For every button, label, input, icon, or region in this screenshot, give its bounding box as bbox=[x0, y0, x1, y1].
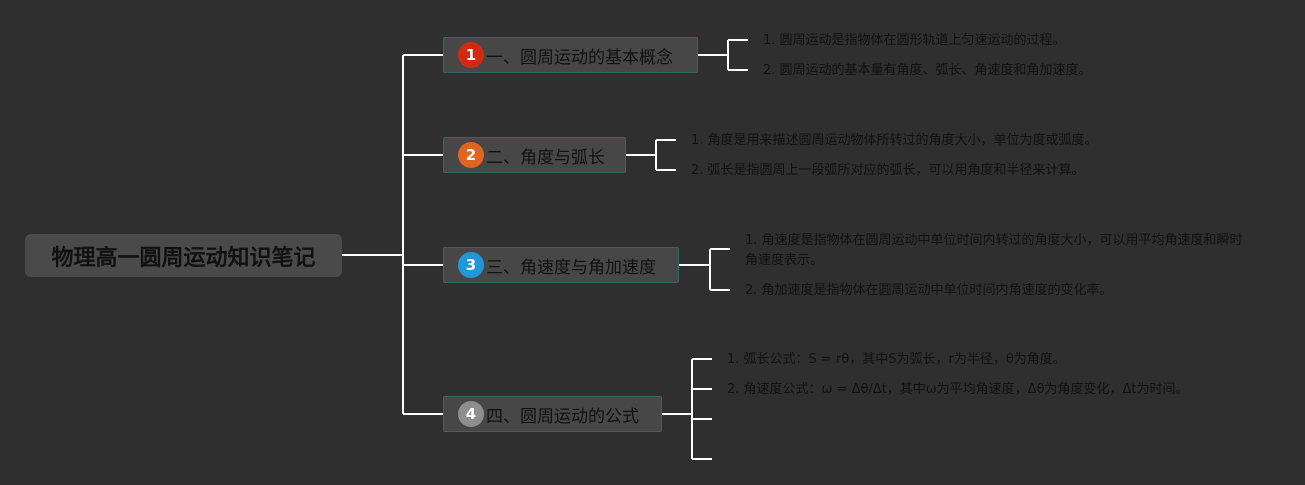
root-node[interactable]: 物理高一圆周运动知识笔记 bbox=[25, 234, 342, 277]
topic-4-item-2[interactable]: 2. 角速度公式：ω = Δθ/Δt，其中ω为平均角速度，Δθ为角度变化，Δt为… bbox=[727, 382, 1189, 397]
topic-3-item-2[interactable]: 2. 角加速度是指物体在圆周运动中单位时间内角速度的变化率。 bbox=[745, 283, 1113, 298]
root-title: 物理高一圆周运动知识笔记 bbox=[51, 245, 316, 271]
topic-label: 三、角速度与角加速度 bbox=[486, 257, 656, 278]
topic-node-3[interactable]: 3 三、角速度与角加速度 bbox=[443, 247, 679, 283]
topic-node-2[interactable]: 2 二、角度与弧长 bbox=[443, 137, 626, 173]
topic-node-4[interactable]: 4 四、圆周运动的公式 bbox=[443, 396, 662, 432]
topic-label: 二、角度与弧长 bbox=[486, 147, 605, 168]
topic-1-item-2[interactable]: 2. 圆周运动的基本量有角度、弧长、角速度和角加速度。 bbox=[763, 63, 1092, 78]
topic-1-item-1[interactable]: 1. 圆周运动是指物体在圆形轨道上匀速运动的过程。 bbox=[763, 33, 1066, 48]
topic-4-item-1[interactable]: 1. 弧长公式：S = rθ，其中S为弧长，r为半径，θ为角度。 bbox=[727, 352, 1066, 367]
number-badge-icon: 2 bbox=[458, 142, 484, 168]
topic-2-item-1[interactable]: 1. 角度是用来描述圆周运动物体所转过的角度大小，单位为度或弧度。 bbox=[691, 133, 1098, 148]
number-badge-icon: 4 bbox=[458, 401, 484, 427]
topic-3-item-1[interactable]: 1. 角速度是指物体在圆周运动中单位时间内转过的角度大小，可以用平均角速度和瞬时… bbox=[745, 233, 1243, 268]
topic-label: 四、圆周运动的公式 bbox=[486, 406, 639, 427]
topic-label: 一、圆周运动的基本概念 bbox=[486, 47, 673, 68]
number-badge-icon: 3 bbox=[458, 252, 484, 278]
topic-node-1[interactable]: 1 一、圆周运动的基本概念 bbox=[443, 37, 698, 73]
topic-2-item-2[interactable]: 2. 弧长是指圆周上一段弧所对应的弧长，可以用角度和半径来计算。 bbox=[691, 163, 1085, 178]
number-badge-icon: 1 bbox=[458, 42, 484, 68]
